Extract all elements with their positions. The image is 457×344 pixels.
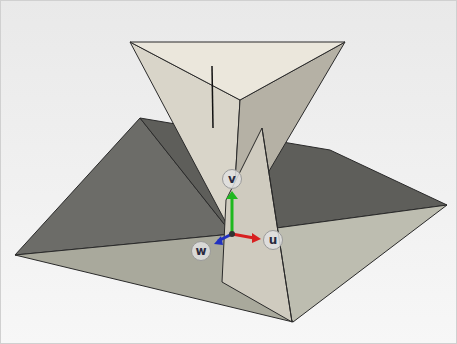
axis-label-circle: v bbox=[222, 169, 242, 189]
axis-letter: v bbox=[228, 173, 236, 185]
fin-face bbox=[222, 128, 292, 322]
axis-letter: u bbox=[269, 234, 278, 246]
origin-dot bbox=[229, 231, 235, 237]
u-arrowhead bbox=[252, 233, 261, 243]
axis-label-circle: u bbox=[263, 230, 283, 250]
w-arrowhead bbox=[214, 236, 223, 245]
v-arrowhead bbox=[226, 191, 238, 199]
feed-probe bbox=[212, 66, 213, 128]
u-axis bbox=[232, 234, 254, 238]
axis-letter: w bbox=[195, 245, 206, 257]
fin-edge bbox=[262, 128, 292, 322]
v-axis bbox=[231, 198, 234, 234]
upper-top-face bbox=[130, 42, 345, 100]
axis-label-circle: w bbox=[191, 241, 211, 261]
